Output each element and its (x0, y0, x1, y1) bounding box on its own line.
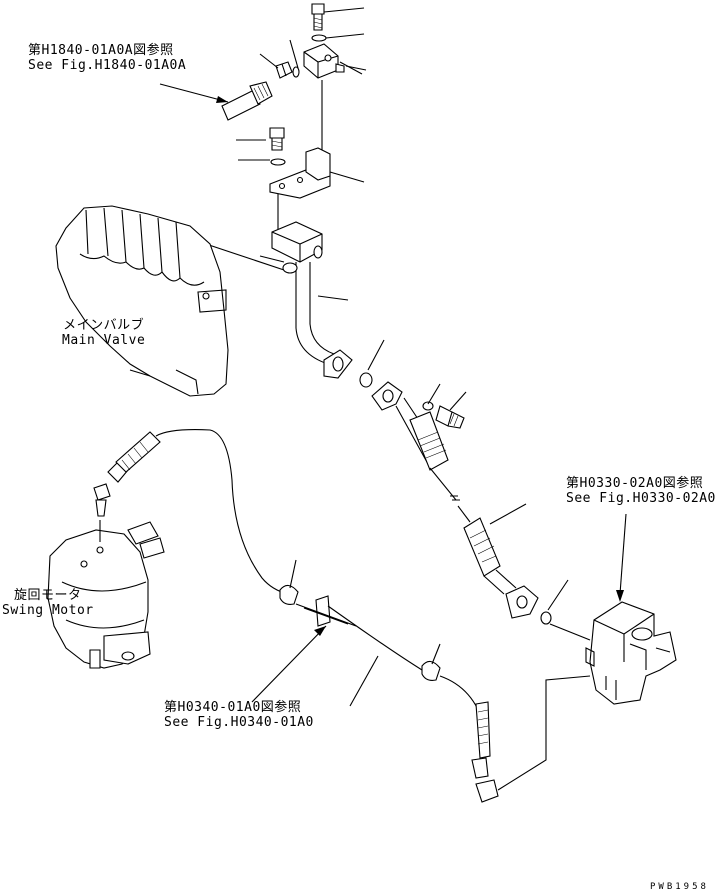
valve-block (271, 221, 323, 263)
clamp-right (421, 660, 441, 681)
ref-h1840[interactable]: 第H1840-01A0A図参照 See Fig.H1840-01A0A (28, 43, 186, 73)
o-ring-lower (540, 611, 552, 625)
main-valve-label: メインバルブ Main Valve (62, 318, 145, 348)
hose-lower (457, 505, 517, 595)
bolt-mid (269, 127, 285, 151)
swing-motor-label: 旋回モータ Swing Motor (2, 588, 94, 618)
hose-end-motor (107, 431, 161, 483)
ref-h0330[interactable]: 第H0330-02A0図参照 See Fig.H0330-02A0 (566, 476, 716, 506)
right-valve-block (585, 601, 677, 705)
pipe-flange-upper (323, 349, 353, 379)
washer-right (422, 401, 434, 411)
adapter-fitting (275, 61, 293, 79)
bolt-top (311, 3, 325, 31)
main-valve-drawing (55, 205, 229, 397)
clamp-left (279, 584, 299, 605)
o-ring-upper (359, 372, 373, 388)
bracket (269, 147, 331, 199)
main-valve-jp: メインバルブ (63, 318, 145, 333)
hose-lower-elbow (471, 701, 499, 803)
ref-h1840-en: See Fig.H1840-01A0A (28, 58, 187, 73)
swing-motor-jp: 旋回モータ (14, 588, 82, 603)
pipe-flange-lower (505, 585, 539, 619)
ref-h0340-jp: 第H0340-01A0図参照 (164, 700, 302, 715)
flange-fitting-right (371, 381, 403, 411)
washer-mid (270, 158, 286, 166)
bolt-right (435, 405, 465, 429)
drawing-code: PWB1958 (650, 882, 709, 892)
tee-fitting (303, 43, 345, 79)
ref-h0340[interactable]: 第H0340-01A0図参照 See Fig.H0340-01A0 (164, 700, 314, 730)
ref-h0340-en: See Fig.H0340-01A0 (164, 715, 314, 730)
swing-motor-en: Swing Motor (2, 603, 94, 618)
hose-end-top-left (221, 81, 273, 121)
swing-motor-drawing (47, 521, 165, 669)
ref-h1840-jp: 第H1840-01A0A図参照 (28, 43, 174, 58)
washer-top (311, 34, 327, 42)
clamp-block (295, 595, 357, 627)
motor-fitting (93, 483, 111, 517)
o-ring-small (292, 66, 300, 78)
steel-pipe (295, 262, 335, 365)
hose-upper (395, 397, 460, 501)
main-valve-en: Main Valve (62, 333, 146, 348)
ref-h0330-en: See Fig.H0330-02A0 (566, 491, 716, 506)
ref-h0330-jp: 第H0330-02A0図参照 (566, 476, 704, 491)
